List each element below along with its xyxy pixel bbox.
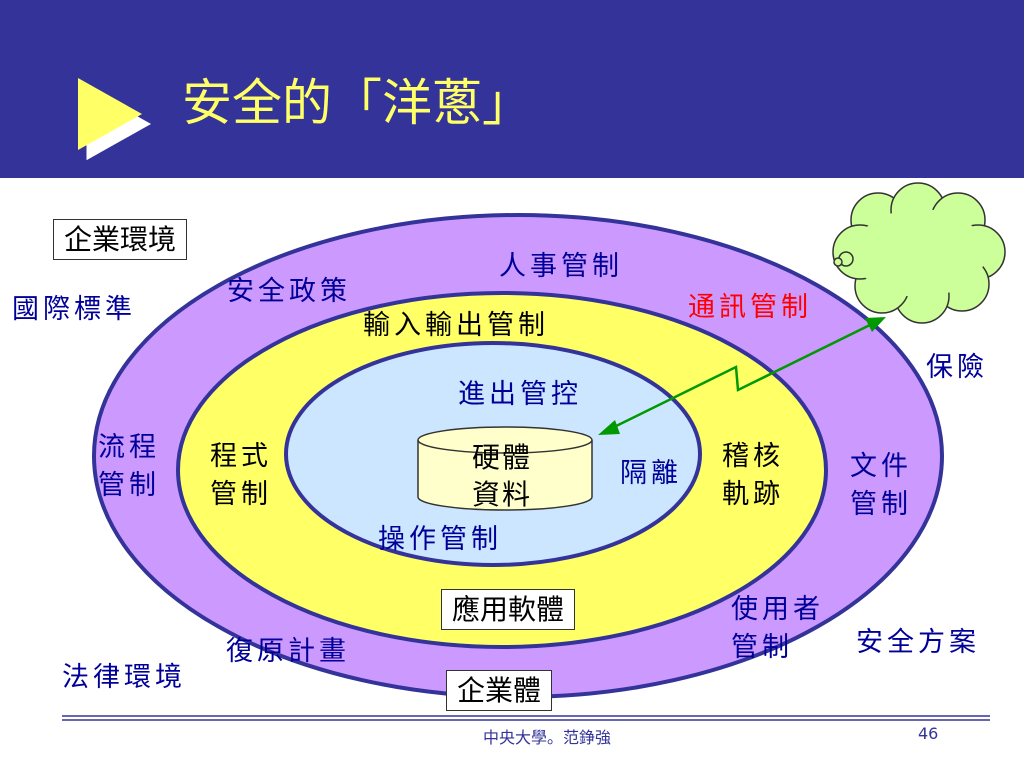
legal-environment-label: 法律環境 bbox=[62, 662, 186, 693]
slide-header bbox=[0, 0, 1024, 178]
hardware-label: 硬體 bbox=[472, 441, 533, 474]
recovery-plan-label: 復原計畫 bbox=[226, 636, 350, 667]
international-standards-label: 國際標準 bbox=[12, 294, 136, 325]
communication-control-label: 通訊管制 bbox=[688, 292, 812, 323]
footer-author: 中央大學。范錚強 bbox=[483, 728, 612, 747]
user-control-label-1: 使用者 bbox=[731, 594, 824, 625]
personnel-control-label: 人事管制 bbox=[499, 251, 623, 282]
security-policy-label: 安全政策 bbox=[227, 276, 351, 307]
right-triangle-icon bbox=[78, 78, 154, 162]
application-software-box: 應用軟體 bbox=[441, 589, 576, 630]
security-plan-label: 安全方案 bbox=[856, 627, 980, 658]
zigzag-double-arrow-icon bbox=[598, 317, 886, 435]
document-control-label-1: 文件 bbox=[850, 451, 912, 482]
audit-trail-label-1: 稽核 bbox=[722, 441, 784, 472]
insurance-label: 保險 bbox=[926, 352, 988, 383]
io-control-label: 輸入輸出管制 bbox=[363, 310, 549, 341]
document-control-label-2: 管制 bbox=[850, 489, 912, 520]
isolation-label: 隔離 bbox=[620, 458, 682, 489]
database-cylinder-icon bbox=[417, 426, 593, 511]
program-control-label-1: 程式 bbox=[210, 441, 272, 472]
enterprise-environment-box: 企業環境 bbox=[53, 219, 188, 260]
access-control-label: 進出管控 bbox=[458, 379, 582, 410]
process-control-label-2: 管制 bbox=[98, 470, 160, 501]
program-control-label-2: 管制 bbox=[210, 479, 272, 510]
page-number: 46 bbox=[918, 724, 939, 743]
user-control-label-2: 管制 bbox=[731, 632, 793, 663]
enterprise-box: 企業體 bbox=[446, 670, 553, 711]
audit-trail-label-2: 軌跡 bbox=[722, 479, 784, 510]
operation-control-label: 操作管制 bbox=[378, 524, 502, 555]
cloud-icon bbox=[832, 182, 1006, 324]
slide-title: 安全的「洋蔥」 bbox=[182, 74, 532, 132]
process-control-label-1: 流程 bbox=[98, 432, 160, 463]
data-label: 資料 bbox=[472, 478, 533, 511]
